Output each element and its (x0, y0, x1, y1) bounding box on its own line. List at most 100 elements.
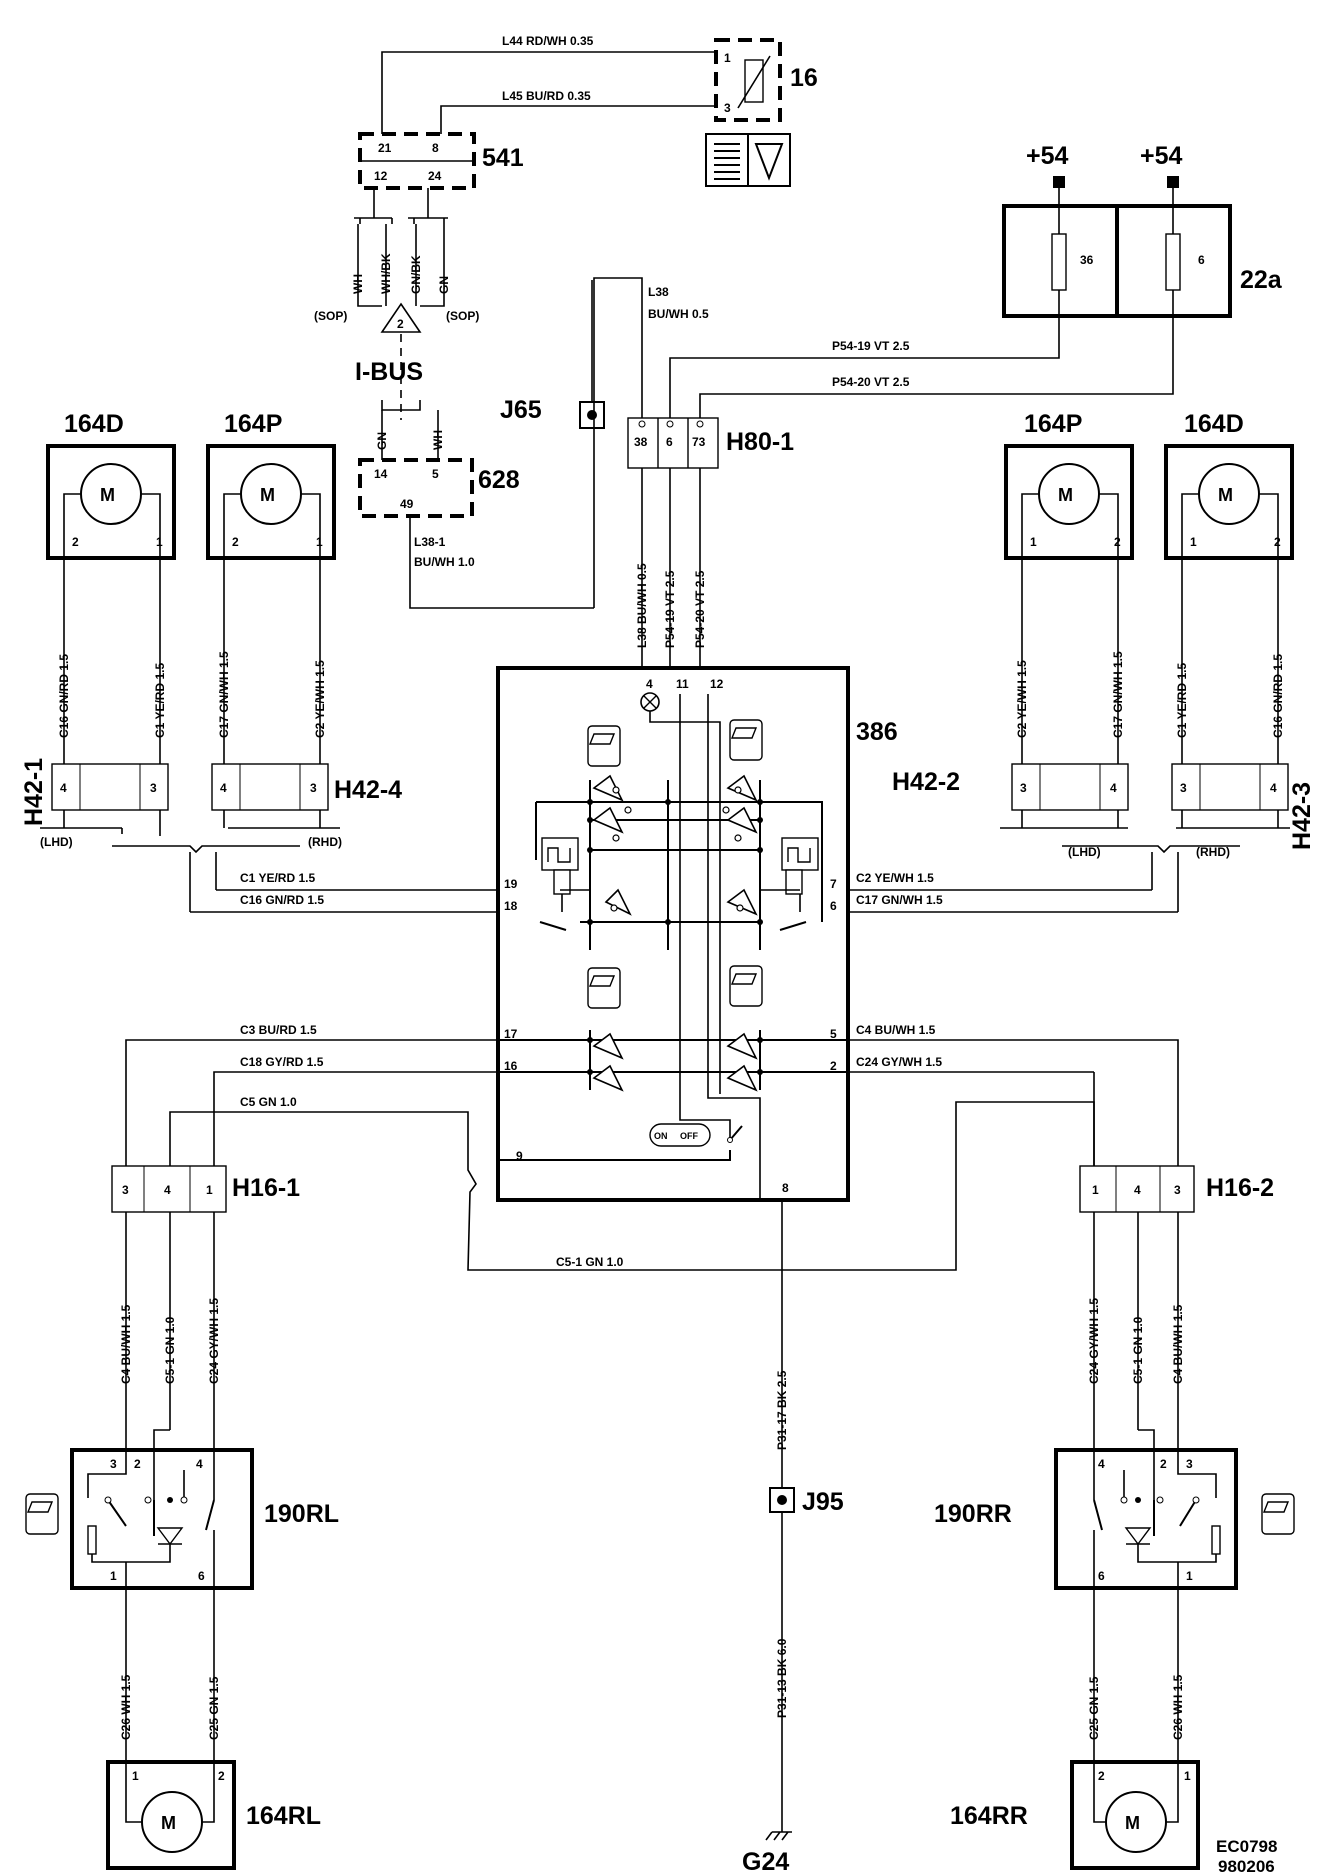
h16-1-pin-4: 4 (164, 1183, 171, 1197)
label-ibus: I-BUS (355, 358, 423, 386)
rr-pin-3: 3 (1186, 1457, 1193, 1471)
wire-l45: L45 BU/RD 0.35 (502, 89, 591, 103)
switch-190rl: 3 2 4 1 6 190RL (70, 1448, 339, 1590)
motor-164d-left: M 2 1 164D (46, 410, 176, 560)
pin-mr1-2: 2 (1114, 535, 1121, 549)
connector-628-group: 14 5 49 628 (358, 458, 520, 518)
rr-pin-1: 1 (1186, 1569, 1193, 1583)
v-wire-c26-left: C26 WH 1.5 (119, 1674, 133, 1740)
h42-1-pin-4: 4 (60, 781, 67, 795)
wire-c18: C18 GY/RD 1.5 (240, 1055, 324, 1069)
pin-386-5: 5 (830, 1027, 837, 1041)
rl-pin-3: 3 (110, 1457, 117, 1471)
window-switch-icon (1261, 1493, 1295, 1535)
pin-386-7: 7 (830, 877, 837, 891)
wire-c4: C4 BU/WH 1.5 (856, 1023, 936, 1037)
sensor-16-group: 1 3 16 (705, 38, 818, 187)
pin-ml1-1: 1 (156, 535, 163, 549)
bus-whbk: WH/BK (379, 253, 393, 294)
connector-628 (358, 458, 474, 518)
pin-386-11: 11 (676, 677, 689, 691)
pin-16-3: 3 (724, 101, 731, 115)
lhd-right: (LHD) (1068, 845, 1101, 859)
h42-3-pin-3: 3 (1180, 781, 1187, 795)
pin-ml1-2: 2 (72, 535, 79, 549)
motor-164rl: M 1 2 164RL (106, 1760, 321, 1870)
h42-4-pin-4: 4 (220, 781, 227, 795)
v-wire-c25-right: C25 GN 1.5 (1087, 1676, 1101, 1740)
label-16: 16 (790, 64, 818, 92)
pin-386-2: 2 (830, 1059, 837, 1073)
fusebox-22a: 36 6 22a +54 +54 (1002, 142, 1283, 318)
label-j95: J95 (802, 1488, 844, 1516)
fuse-6 (1165, 233, 1181, 291)
v-wire-c1-right: C1 YE/RD 1.5 (1175, 663, 1189, 738)
bus-gn2: GN (375, 432, 389, 450)
label-386: 386 (856, 718, 898, 746)
wire-l38-1-bu: BU/WH 1.0 (414, 555, 475, 569)
mrl-pin-1: 1 (132, 1769, 139, 1783)
h42-3-pin-4: 4 (1270, 781, 1277, 795)
connector-h16-2: 1 4 3 H16-2 (1079, 1165, 1274, 1213)
h16-2-pin-1: 1 (1092, 1183, 1099, 1197)
wire-c17: C17 GN/WH 1.5 (856, 893, 943, 907)
motor-m: M (161, 1813, 176, 1833)
plus54-a: +54 (1026, 142, 1069, 170)
motor-m: M (1218, 485, 1233, 505)
wire-c1: C1 YE/RD 1.5 (240, 871, 315, 885)
rl-pin-1: 1 (110, 1569, 117, 1583)
v-wire-c4-left: C4 BU/WH 1.5 (119, 1304, 133, 1384)
wire-p54-19: P54-19 VT 2.5 (832, 339, 910, 353)
v-wire-c16-left: C16 GN/RD 1.5 (57, 654, 71, 738)
mrr-pin-2: 2 (1098, 1769, 1105, 1783)
switch-190rr: 4 2 3 6 1 190RR (934, 1448, 1238, 1590)
h42-1-pin-3: 3 (150, 781, 157, 795)
h42-2-pin-3: 3 (1020, 781, 1027, 795)
h42-4-pin-3: 3 (310, 781, 317, 795)
fuse-36-label: 36 (1080, 253, 1094, 267)
label-h42-1: H42-1 (20, 758, 48, 826)
fuse-36 (1051, 233, 1067, 291)
wire-p54-20: P54-20 VT 2.5 (832, 375, 910, 389)
v-wire-c1-left: C1 YE/RD 1.5 (153, 663, 167, 738)
label-h80-1: H80-1 (726, 428, 794, 456)
motor-164d-right: M 1 2 164D (1164, 410, 1294, 560)
rr-pin-4: 4 (1098, 1457, 1105, 1471)
label-h16-2: H16-2 (1206, 1174, 1274, 1202)
label-541: 541 (482, 144, 524, 172)
rr-pin-2: 2 (1160, 1457, 1167, 1471)
pin-386-4: 4 (646, 677, 653, 691)
wire-c24: C24 GY/WH 1.5 (856, 1055, 942, 1069)
sop-left: (SOP) (314, 309, 347, 323)
h80-pin-38: 38 (634, 435, 648, 449)
pin-386-12: 12 (710, 677, 724, 691)
connector-h42-2: 3 4 H42-2 (892, 763, 1129, 811)
v-wire-c25-left: C25 GN 1.5 (207, 1676, 221, 1740)
rl-pin-6: 6 (198, 1569, 205, 1583)
label-164d-right: 164D (1184, 410, 1244, 438)
motor-m: M (100, 485, 115, 505)
label-190rl: 190RL (264, 1500, 339, 1528)
v-wire-p54-19: P54-19 VT 2.5 (663, 570, 677, 648)
pin-mr1-1: 1 (1030, 535, 1037, 549)
label-164p-left: 164P (224, 410, 282, 438)
v-wire-c4-right: C4 BU/WH 1.5 (1171, 1304, 1185, 1384)
plus54-b: +54 (1140, 142, 1183, 170)
v-wire-c2-right: C2 YE/WH 1.5 (1015, 660, 1029, 738)
pin-ml2-1: 1 (316, 535, 323, 549)
wire-c3: C3 BU/RD 1.5 (240, 1023, 317, 1037)
pin-541-8: 8 (432, 141, 439, 155)
fuse-6-label: 6 (1198, 253, 1205, 267)
label-164d-left: 164D (64, 410, 124, 438)
sensor-16 (714, 38, 782, 122)
motor-164p-left: M 2 1 164P (206, 410, 336, 560)
on-off-switch (649, 1123, 711, 1147)
label-164rr: 164RR (950, 1802, 1028, 1830)
wire-l44: L44 RD/WH 0.35 (502, 34, 594, 48)
pin-386-16: 16 (504, 1059, 518, 1073)
label-h42-2: H42-2 (892, 768, 960, 796)
motor-m: M (1125, 1813, 1140, 1833)
h16-1-pin-3: 3 (122, 1183, 129, 1197)
rhd-right: (RHD) (1196, 845, 1230, 859)
pin-mr2-1: 1 (1190, 535, 1197, 549)
